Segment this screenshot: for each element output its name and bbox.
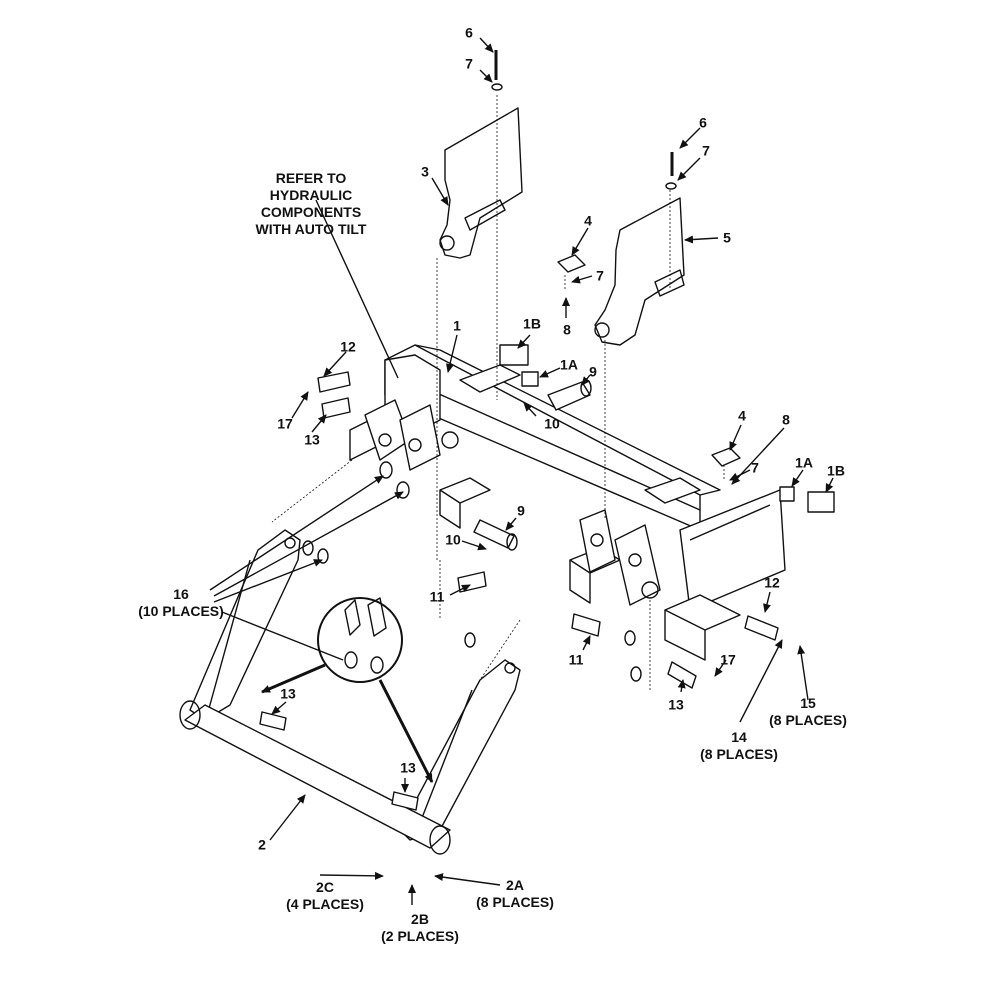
cross-tube-2 — [179, 700, 451, 855]
callout-10-lower: 10 — [445, 531, 461, 548]
side-plate-3 — [439, 107, 523, 259]
callout-4-upper: 4 — [584, 212, 592, 229]
callout-7-top: 7 — [465, 55, 473, 72]
pin-9-upper — [547, 379, 592, 411]
callout-10-upper: 10 — [544, 415, 560, 432]
callout-8-upper: 8 — [563, 321, 571, 338]
callout-2: 2 — [258, 836, 266, 853]
callout-1A-upper: 1A — [560, 356, 578, 373]
callout-1B-lower: 1B — [827, 462, 845, 479]
callout-7-lower: 7 — [751, 459, 759, 476]
callout-6-top: 6 — [465, 24, 473, 41]
callout-9-lower: 9 — [517, 502, 525, 519]
callout-2B: 2B (2 PLACES) — [381, 911, 459, 944]
callout-7-right: 7 — [702, 142, 710, 159]
callout-13-left: 13 — [304, 431, 320, 448]
callout-4-lower: 4 — [738, 407, 746, 424]
callout-12-left: 12 — [340, 338, 356, 355]
callout-12-right: 12 — [764, 574, 780, 591]
callout-16: 16 (10 PLACES) — [138, 586, 224, 619]
callout-11-right: 11 — [568, 651, 584, 668]
callout-14: 14 (8 PLACES) — [700, 729, 778, 762]
callout-13-right: 13 — [668, 696, 684, 713]
hydraulic-reference-note: REFER TO HYDRAULIC COMPONENTS WITH AUTO … — [255, 170, 367, 237]
side-plate-5 — [594, 197, 685, 346]
callout-2A: 2A (8 PLACES) — [476, 877, 554, 910]
callout-13-tube: 13 — [400, 759, 416, 776]
detail-callout-circle — [317, 597, 403, 683]
callout-3: 3 — [421, 163, 429, 180]
callout-2C: 2C (4 PLACES) — [286, 879, 364, 912]
pin-9-lower — [473, 519, 518, 551]
callout-17-right: 17 — [720, 651, 736, 668]
callout-9-upper: 9 — [589, 363, 597, 380]
callout-1A-lower: 1A — [795, 454, 813, 471]
callout-6-right: 6 — [699, 114, 707, 131]
callout-15: 15 (8 PLACES) — [769, 695, 847, 728]
link-plates-left — [364, 399, 459, 471]
callout-1: 1 — [453, 317, 461, 334]
callout-17-left: 17 — [277, 415, 293, 432]
callout-7-upper: 7 — [596, 267, 604, 284]
callout-11-left: 11 — [429, 588, 445, 605]
callout-5: 5 — [723, 229, 731, 246]
callout-1B-upper: 1B — [523, 315, 541, 332]
callout-13-arm: 13 — [280, 685, 296, 702]
link-plates-right — [579, 509, 661, 606]
callout-8-lower: 8 — [782, 411, 790, 428]
